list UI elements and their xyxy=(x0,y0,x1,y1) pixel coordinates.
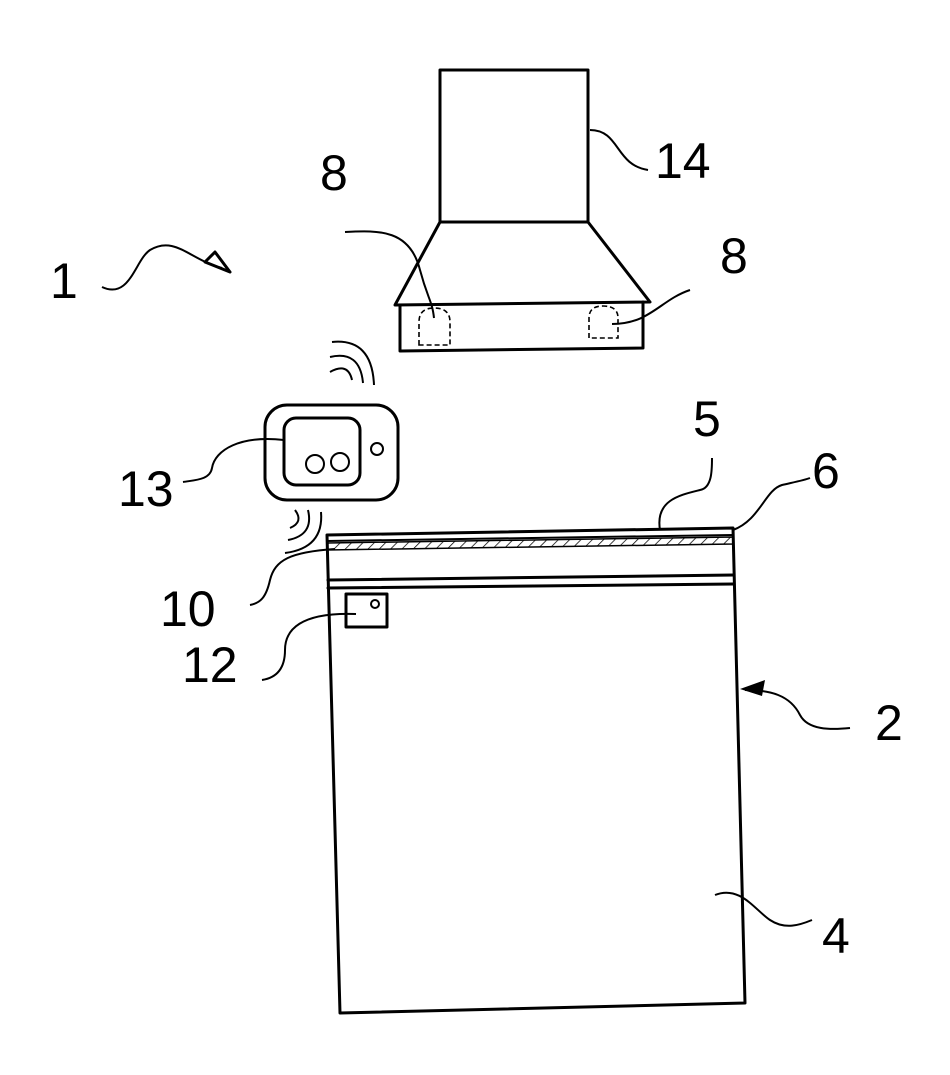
label-2: 2 xyxy=(875,695,903,751)
hood-base xyxy=(398,300,645,353)
dishwasher-front xyxy=(325,526,747,1015)
remote-button-2 xyxy=(330,452,350,472)
label-8-left: 8 xyxy=(320,145,348,201)
remote-body xyxy=(263,403,400,502)
range-hood xyxy=(393,68,652,353)
lamp-right xyxy=(588,305,619,339)
sensor-dot xyxy=(370,599,380,609)
remote-button-1 xyxy=(305,454,325,474)
label-10: 10 xyxy=(160,581,216,637)
label-4: 4 xyxy=(822,908,850,964)
label-6: 6 xyxy=(812,443,840,499)
sensor-12 xyxy=(344,592,389,629)
label-8-right: 8 xyxy=(720,228,748,284)
signal-waves-up-icon xyxy=(329,340,375,386)
label-1: 1 xyxy=(50,253,78,309)
lamp-left xyxy=(418,307,451,346)
label-5: 5 xyxy=(693,391,721,447)
remote-control xyxy=(263,340,400,554)
strip-line-lower xyxy=(326,582,736,590)
remote-indicator xyxy=(370,442,384,456)
label-14: 14 xyxy=(655,133,711,189)
strip-line-upper xyxy=(326,573,736,582)
hood-canopy xyxy=(393,220,652,307)
leader-lines xyxy=(101,129,851,927)
hatched-strip-10 xyxy=(326,536,734,551)
label-13: 13 xyxy=(118,461,174,517)
signal-waves-down-icon xyxy=(284,509,323,554)
remote-screen xyxy=(282,416,362,487)
dishwasher xyxy=(325,526,747,1015)
arrow-1-icon xyxy=(203,250,232,274)
hood-chimney xyxy=(438,68,590,224)
label-12: 12 xyxy=(182,637,238,693)
top-line-5 xyxy=(326,534,734,542)
arrow-2-icon xyxy=(740,680,765,696)
